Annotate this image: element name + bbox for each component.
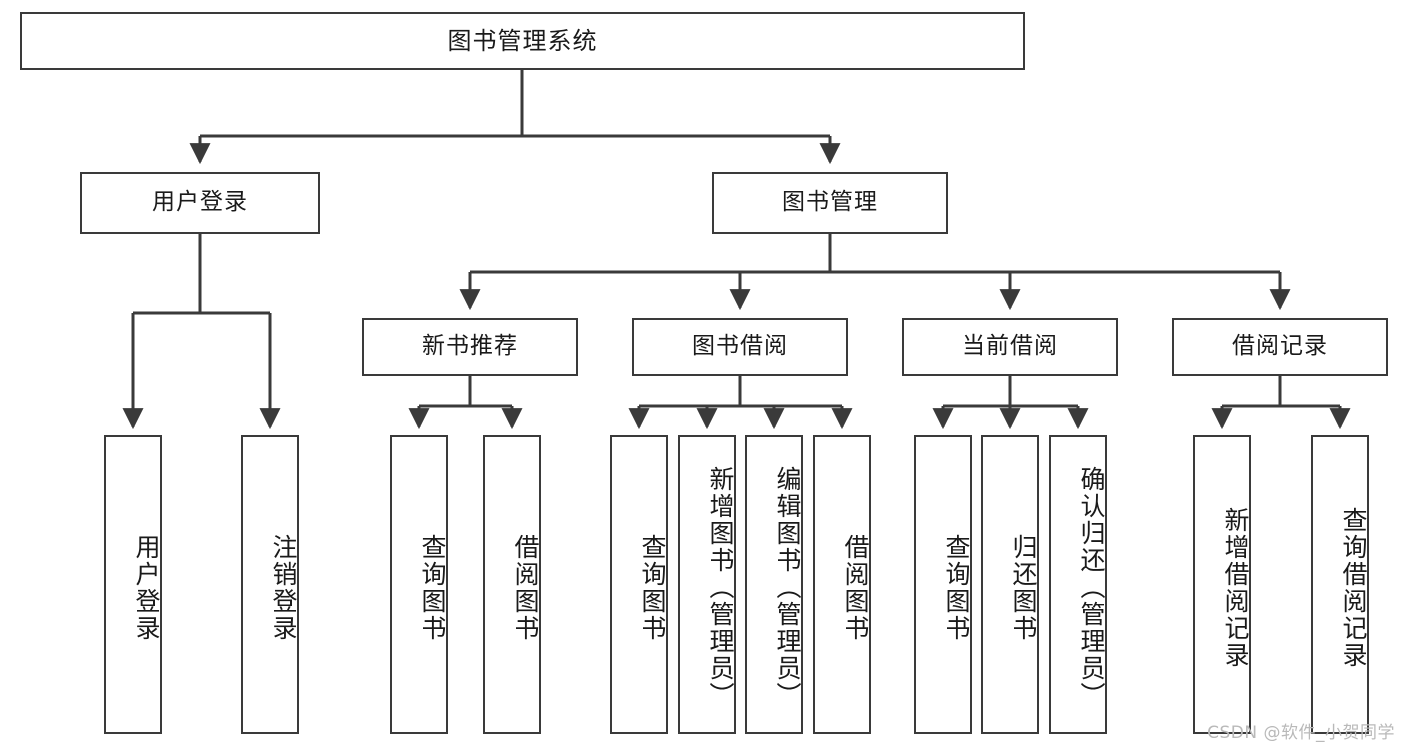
node-label: 查询借阅记录 [1339, 506, 1368, 669]
leaf-book-borrow-borrow-book[interactable]: 借阅图书 [813, 435, 871, 734]
csdn-watermark: CSDN @软件_小贺同学 [1207, 723, 1395, 743]
leaf-current-borrow-query-book[interactable]: 查询图书 [914, 435, 972, 734]
node-current-borrow[interactable]: 当前借阅 [902, 318, 1118, 376]
leaf-borrow-record-query-record[interactable]: 查询借阅记录 [1311, 435, 1369, 734]
leaf-book-borrow-add-book[interactable]: 新增图书（管理员） [678, 435, 736, 734]
leaf-book-borrow-query-book[interactable]: 查询图书 [610, 435, 668, 734]
node-label: 借阅图书 [841, 533, 870, 642]
node-label: 新增借阅记录 [1221, 506, 1250, 669]
node-label: 查询图书 [418, 533, 447, 642]
leaf-current-borrow-confirm-return[interactable]: 确认归还（管理员） [1049, 435, 1107, 734]
node-new-book-recommend[interactable]: 新书推荐 [362, 318, 578, 376]
node-label: 确认归还（管理员） [1077, 466, 1106, 709]
leaf-book-borrow-edit-book[interactable]: 编辑图书（管理员） [745, 435, 803, 734]
node-label: 查询图书 [942, 533, 971, 642]
leaf-new-book-query-book[interactable]: 查询图书 [390, 435, 448, 734]
node-label: 图书管理 [782, 189, 878, 216]
leaf-new-book-borrow-book[interactable]: 借阅图书 [483, 435, 541, 734]
node-book-borrow[interactable]: 图书借阅 [632, 318, 848, 376]
leaf-current-borrow-return-book[interactable]: 归还图书 [981, 435, 1039, 734]
node-label: 用户登录 [132, 533, 161, 642]
node-label: 图书管理系统 [447, 26, 598, 55]
leaf-borrow-record-add-record[interactable]: 新增借阅记录 [1193, 435, 1251, 734]
node-user-login[interactable]: 用户登录 [80, 172, 320, 234]
node-label: 图书借阅 [692, 333, 788, 360]
leaf-logout[interactable]: 注销登录 [241, 435, 299, 734]
leaf-user-login[interactable]: 用户登录 [104, 435, 162, 734]
node-root-book-management-system[interactable]: 图书管理系统 [20, 12, 1025, 70]
node-label: 归还图书 [1009, 533, 1038, 642]
node-label: 新增图书（管理员） [706, 466, 735, 709]
node-label: 查询图书 [638, 533, 667, 642]
node-label: 注销登录 [269, 533, 298, 642]
node-label: 借阅图书 [511, 533, 540, 642]
node-label: 用户登录 [152, 189, 248, 216]
node-label: 编辑图书（管理员） [773, 466, 802, 709]
node-label: 借阅记录 [1232, 333, 1328, 360]
node-label: 当前借阅 [962, 333, 1058, 360]
node-book-management[interactable]: 图书管理 [712, 172, 948, 234]
node-label: 新书推荐 [422, 333, 518, 360]
node-borrow-record[interactable]: 借阅记录 [1172, 318, 1388, 376]
